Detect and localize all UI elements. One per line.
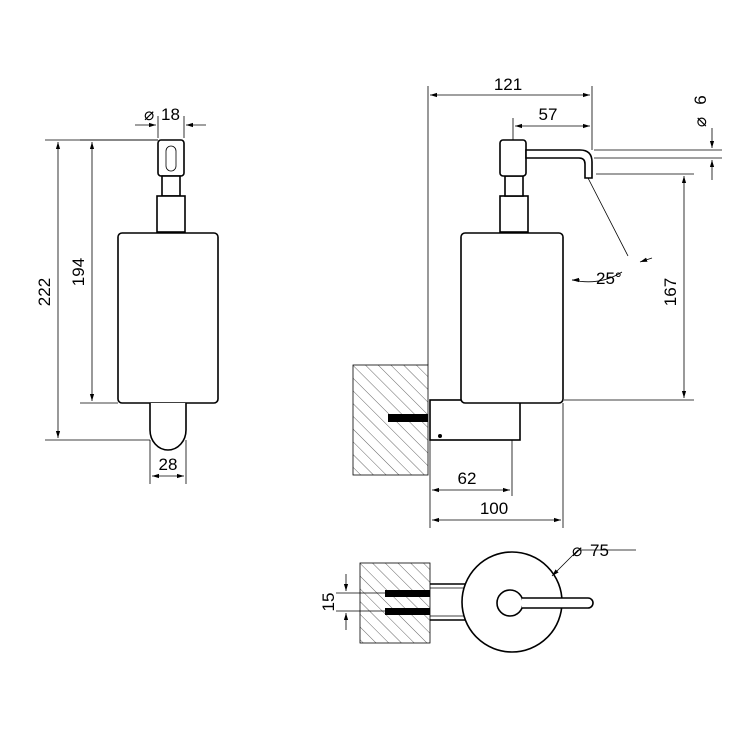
dim-height-body: 194 xyxy=(69,258,88,286)
dim-diameter-symbol-front: ⌀ xyxy=(144,105,154,124)
dim-base-width: 28 xyxy=(159,455,178,474)
dim-height-total: 222 xyxy=(35,278,54,306)
dim-spout-length: 57 xyxy=(539,105,558,124)
front-view: ⌀ 18 222 194 28 xyxy=(35,105,219,484)
top-view: ⌀ 75 15 xyxy=(319,541,636,653)
dim-spout-height: 167 xyxy=(661,278,680,306)
front-pump-neck xyxy=(161,175,181,197)
dim-spout-diameter: 6 xyxy=(691,95,710,104)
side-pump-neck xyxy=(504,175,524,197)
side-screw xyxy=(388,414,428,422)
dim-bracket-depth: 62 xyxy=(458,469,477,488)
dim-diameter-symbol-body: ⌀ xyxy=(572,541,582,560)
top-pump-head xyxy=(496,589,524,617)
top-screw-lower xyxy=(385,608,430,615)
front-base xyxy=(149,403,187,451)
side-bracket xyxy=(429,399,521,441)
dim-overall-depth: 100 xyxy=(480,499,508,518)
top-wall-section xyxy=(359,562,431,644)
dim-body-diameter: 75 xyxy=(590,541,609,560)
side-pump-stem xyxy=(499,195,529,233)
side-pump-head xyxy=(499,139,527,177)
dim-diameter-top: 18 xyxy=(161,105,180,124)
side-view: 121 57 ⌀ 6 25° 167 62 100 xyxy=(352,75,722,528)
side-container xyxy=(460,232,564,404)
top-spout xyxy=(522,597,594,609)
dim-screw-spacing: 15 xyxy=(319,593,338,612)
dim-diameter-symbol-spout: ⌀ xyxy=(691,117,710,127)
side-spout xyxy=(525,149,593,179)
front-pump-stem xyxy=(156,195,186,233)
dim-spout-angle: 25° xyxy=(596,269,622,288)
front-container xyxy=(117,232,219,404)
front-pump-inner xyxy=(165,145,177,172)
top-screw-upper xyxy=(385,590,430,597)
dim-width-total: 121 xyxy=(494,75,522,94)
